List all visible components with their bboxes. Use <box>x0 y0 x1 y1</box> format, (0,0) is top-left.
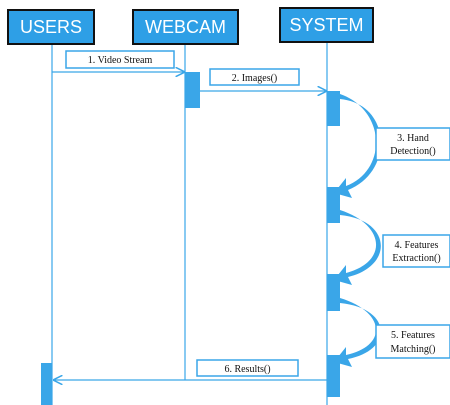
system-activation-4 <box>327 355 340 397</box>
message-images-label: 2. Images() <box>232 73 278 84</box>
users-activation <box>41 363 52 405</box>
selfcall-features-extraction-line2: Extraction() <box>392 253 440 264</box>
message-results: 6. Results() <box>54 359 327 380</box>
selfcall-hand-detection: 3. Hand Detection() <box>334 94 450 198</box>
selfcall-features-extraction: 4. Features Extraction() <box>334 210 450 285</box>
selfcall-hand-detection-arrow <box>334 94 381 198</box>
system-activation-1 <box>327 91 340 126</box>
actor-system-label: SYSTEM <box>289 15 363 35</box>
selfcall-hand-detection-line2: Detection() <box>390 146 436 157</box>
selfcall-features-matching-line2: Matching() <box>391 344 436 355</box>
system-activation-3 <box>327 274 340 311</box>
selfcall-hand-detection-line1: 3. Hand <box>397 133 429 144</box>
selfcall-features-matching: 5. Features Matching() <box>334 298 450 367</box>
message-results-label: 6. Results() <box>224 364 270 375</box>
message-video-stream-label: 1. Video Stream <box>88 55 153 66</box>
message-video-stream: 1. Video Stream <box>52 50 184 72</box>
selfcall-features-extraction-line1: 4. Features <box>395 240 439 251</box>
selfcall-features-matching-arrow <box>334 298 381 367</box>
actor-webcam: WEBCAM <box>132 9 239 45</box>
actor-users: USERS <box>7 9 95 45</box>
message-images: 2. Images() <box>200 68 326 91</box>
actor-webcam-label: WEBCAM <box>145 17 226 37</box>
actor-system: SYSTEM <box>279 7 374 43</box>
selfcall-features-matching-line1: 5. Features <box>391 330 435 341</box>
webcam-activation <box>185 72 200 108</box>
system-activation-2 <box>327 187 340 223</box>
actor-users-label: USERS <box>20 17 82 37</box>
selfcall-features-extraction-arrow <box>334 210 381 285</box>
